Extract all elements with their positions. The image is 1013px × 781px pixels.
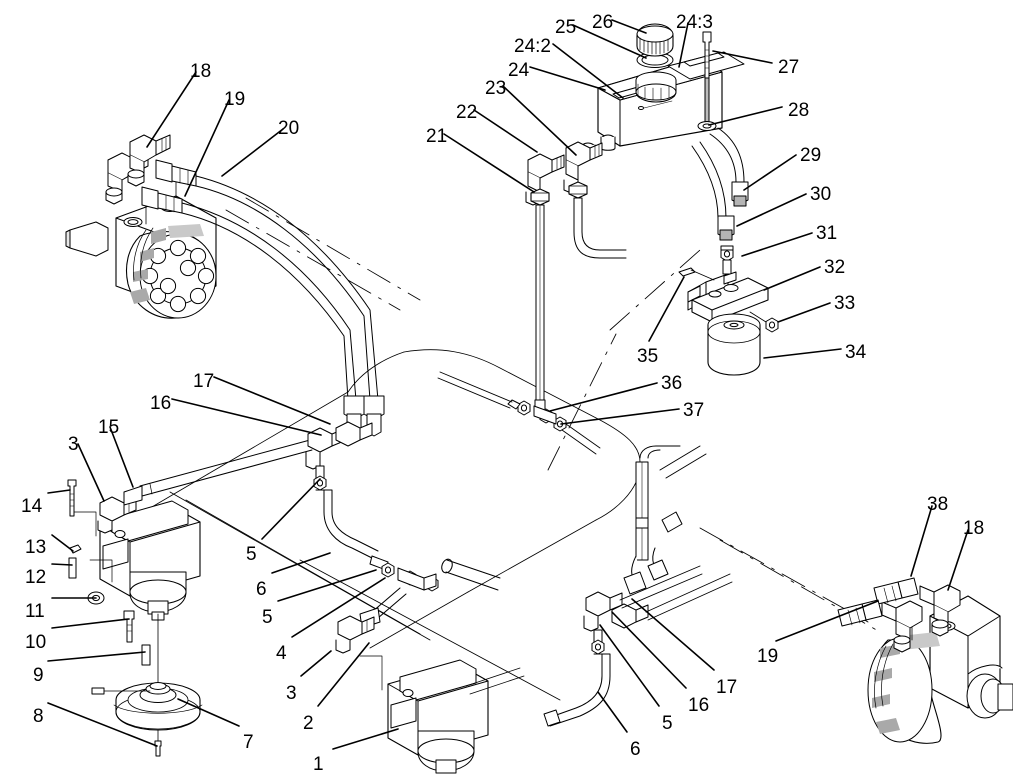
leader-line-18	[146, 71, 197, 148]
leader-line-32	[763, 266, 821, 291]
leader-line-2	[317, 642, 370, 707]
leader-line-18	[947, 529, 969, 591]
callout-number-4: 4	[276, 643, 287, 664]
leader-line-26	[611, 19, 647, 34]
callout-number-3: 3	[68, 434, 79, 455]
leader-line-19	[775, 600, 879, 642]
leader-line-5	[277, 569, 377, 602]
leader-line-6	[597, 691, 628, 733]
callout-number-17: 17	[716, 677, 738, 698]
callout-number-24: 24	[508, 60, 530, 81]
leader-line-21	[443, 133, 535, 193]
leader-line-24	[529, 66, 606, 91]
leader-line-3	[300, 650, 332, 677]
leader-line-31	[741, 232, 813, 257]
callout-number-19: 19	[757, 646, 779, 667]
callout-number-14: 14	[21, 496, 43, 517]
leader-line-25	[572, 24, 647, 59]
callout-number-32: 32	[824, 257, 846, 278]
leader-line-22	[473, 109, 538, 153]
callout-number-33: 33	[834, 293, 856, 314]
callout-number-5: 5	[262, 607, 273, 628]
callout-number-23: 23	[485, 78, 507, 99]
leader-line-24-3	[678, 22, 689, 68]
callout-number-30: 30	[810, 184, 832, 205]
callout-number-21: 21	[426, 126, 448, 147]
callout-number-28: 28	[788, 100, 810, 121]
callout-number-20: 20	[278, 118, 300, 139]
callout-number-36: 36	[661, 373, 683, 394]
leader-line-33	[777, 302, 831, 323]
callout-number-37: 37	[683, 400, 705, 421]
callout-number-12: 12	[25, 567, 47, 588]
leader-line-23	[502, 85, 577, 156]
callout-number-34: 34	[845, 342, 867, 363]
leader-line-38	[910, 505, 933, 577]
leader-line-10	[51, 618, 130, 629]
leader-line-20	[221, 128, 284, 177]
leader-line-16	[171, 398, 322, 436]
callout-number-19: 19	[224, 89, 246, 110]
leader-line-34	[763, 348, 842, 359]
callout-number-24-3: 24:3	[676, 12, 713, 33]
callout-number-26: 26	[592, 12, 614, 33]
leader-line-5	[599, 624, 660, 707]
callout-number-5: 5	[662, 713, 673, 734]
callout-number-2: 2	[303, 713, 314, 734]
leader-line-29	[743, 154, 797, 191]
leader-line-17	[631, 598, 715, 671]
callout-number-29: 29	[800, 145, 822, 166]
leader-line-30	[736, 193, 807, 227]
callout-number-6: 6	[630, 739, 641, 760]
leader-line-19	[184, 99, 230, 197]
callout-number-18: 18	[190, 61, 212, 82]
callout-number-16: 16	[688, 695, 710, 716]
callout-number-3: 3	[286, 683, 297, 704]
callout-number-22: 22	[456, 102, 478, 123]
callout-number-18: 18	[963, 518, 985, 539]
callout-number-11: 11	[25, 601, 45, 622]
leader-line-36	[549, 382, 658, 412]
callout-number-5: 5	[246, 544, 257, 565]
leader-line-13	[51, 534, 74, 552]
callout-number-1: 1	[313, 754, 324, 775]
callout-number-31: 31	[816, 223, 838, 244]
leader-line-17	[213, 376, 331, 425]
callout-number-27: 27	[778, 57, 800, 78]
leader-line-37	[560, 408, 680, 425]
leader-line-15	[109, 426, 134, 488]
callout-number-13: 13	[25, 537, 47, 558]
callout-number-7: 7	[243, 732, 254, 753]
leader-line-35	[648, 276, 685, 342]
leader-line-5	[261, 478, 321, 540]
callout-number-15: 15	[98, 417, 120, 438]
leader-line-16	[611, 611, 687, 689]
callout-number-8: 8	[33, 706, 44, 727]
leader-line-24-2	[552, 43, 624, 99]
leader-line-8	[47, 702, 158, 747]
leader-line-3	[77, 443, 105, 502]
leader-line-27	[712, 50, 773, 64]
callout-number-16: 16	[150, 393, 172, 414]
callout-number-25: 25	[555, 17, 577, 38]
leader-line-4	[291, 577, 386, 638]
callout-number-10: 10	[25, 632, 47, 653]
leader-line-9	[47, 651, 146, 662]
callout-number-6: 6	[256, 579, 267, 600]
callout-number-38: 38	[927, 494, 949, 515]
leader-line-7	[177, 698, 240, 727]
leader-line-28	[708, 106, 783, 126]
callout-number-35: 35	[637, 346, 659, 367]
leader-line-14	[47, 489, 71, 494]
callout-number-24-2: 24:2	[514, 36, 551, 57]
callout-number-17: 17	[193, 371, 215, 392]
leader-line-1	[332, 728, 399, 750]
leader-line-12	[51, 563, 73, 566]
callout-number-9: 9	[33, 665, 44, 686]
leader-line-6	[271, 552, 331, 574]
